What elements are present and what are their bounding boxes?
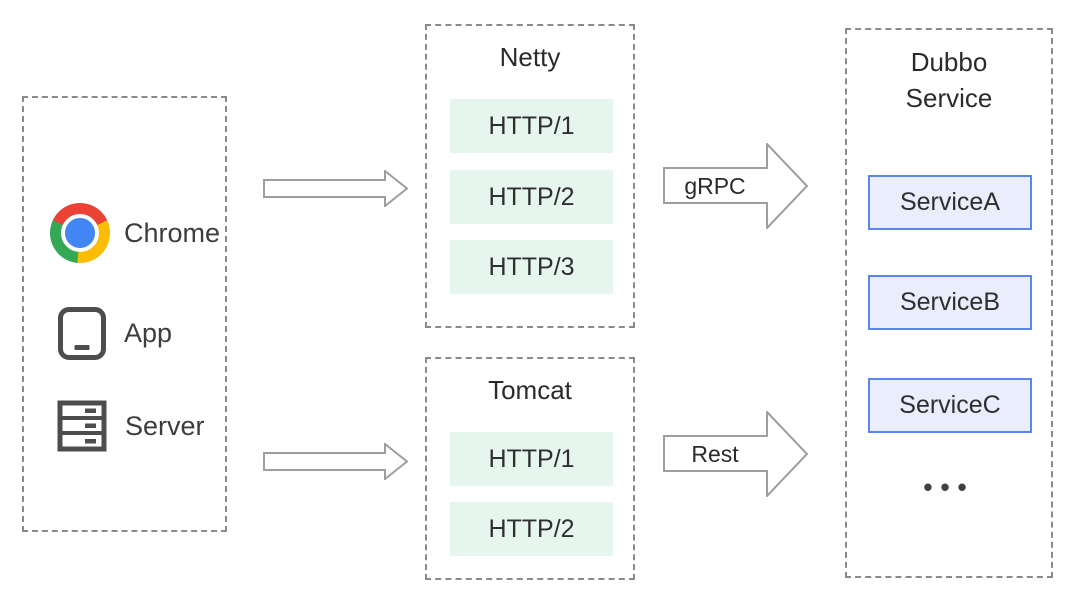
- arrow-grpc: gRPC: [663, 143, 808, 229]
- chrome-logo-icon: [50, 203, 110, 263]
- netty-protocol-http3: HTTP/3: [450, 240, 613, 294]
- netty-protocol-http1: HTTP/1: [450, 99, 613, 153]
- client-label-app: App: [124, 317, 173, 348]
- client-label-chrome: Chrome: [124, 217, 221, 248]
- netty-panel: Netty HTTP/1 HTTP/2 HTTP/3: [425, 24, 635, 328]
- client-row-server: Server: [50, 400, 205, 452]
- service-a-box: ServiceA: [868, 175, 1032, 230]
- tomcat-protocol-http1: HTTP/1: [450, 432, 613, 486]
- server-rack-icon: [57, 400, 107, 452]
- grpc-label: gRPC: [684, 172, 746, 199]
- service-c-box: ServiceC: [868, 378, 1032, 433]
- service-b-box: ServiceB: [868, 275, 1032, 330]
- mobile-app-icon: [58, 306, 106, 360]
- rest-label: Rest: [691, 440, 739, 467]
- dubbo-title-line1: Dubbo: [910, 47, 988, 77]
- arrow-rest: Rest: [663, 411, 808, 497]
- tomcat-protocol-http2: HTTP/2: [450, 502, 613, 556]
- dubbo-title: Dubbo Service: [847, 30, 1051, 116]
- netty-protocol-http2: HTTP/2: [450, 170, 613, 224]
- clients-panel: Chrome App Server: [22, 96, 227, 532]
- arrow-clients-to-netty: [263, 170, 408, 207]
- client-row-chrome: Chrome: [50, 202, 220, 264]
- tomcat-panel: Tomcat HTTP/1 HTTP/2: [425, 357, 635, 580]
- netty-title: Netty: [499, 42, 561, 72]
- dubbo-service-panel: Dubbo Service ServiceA ServiceB ServiceC…: [845, 28, 1053, 578]
- client-row-app: App: [50, 305, 172, 361]
- more-services-ellipsis: •••: [923, 472, 975, 502]
- client-label-server: Server: [125, 410, 205, 441]
- arrow-clients-to-tomcat: [263, 443, 408, 480]
- tomcat-title: Tomcat: [488, 375, 572, 405]
- dubbo-title-line2: Service: [905, 83, 993, 113]
